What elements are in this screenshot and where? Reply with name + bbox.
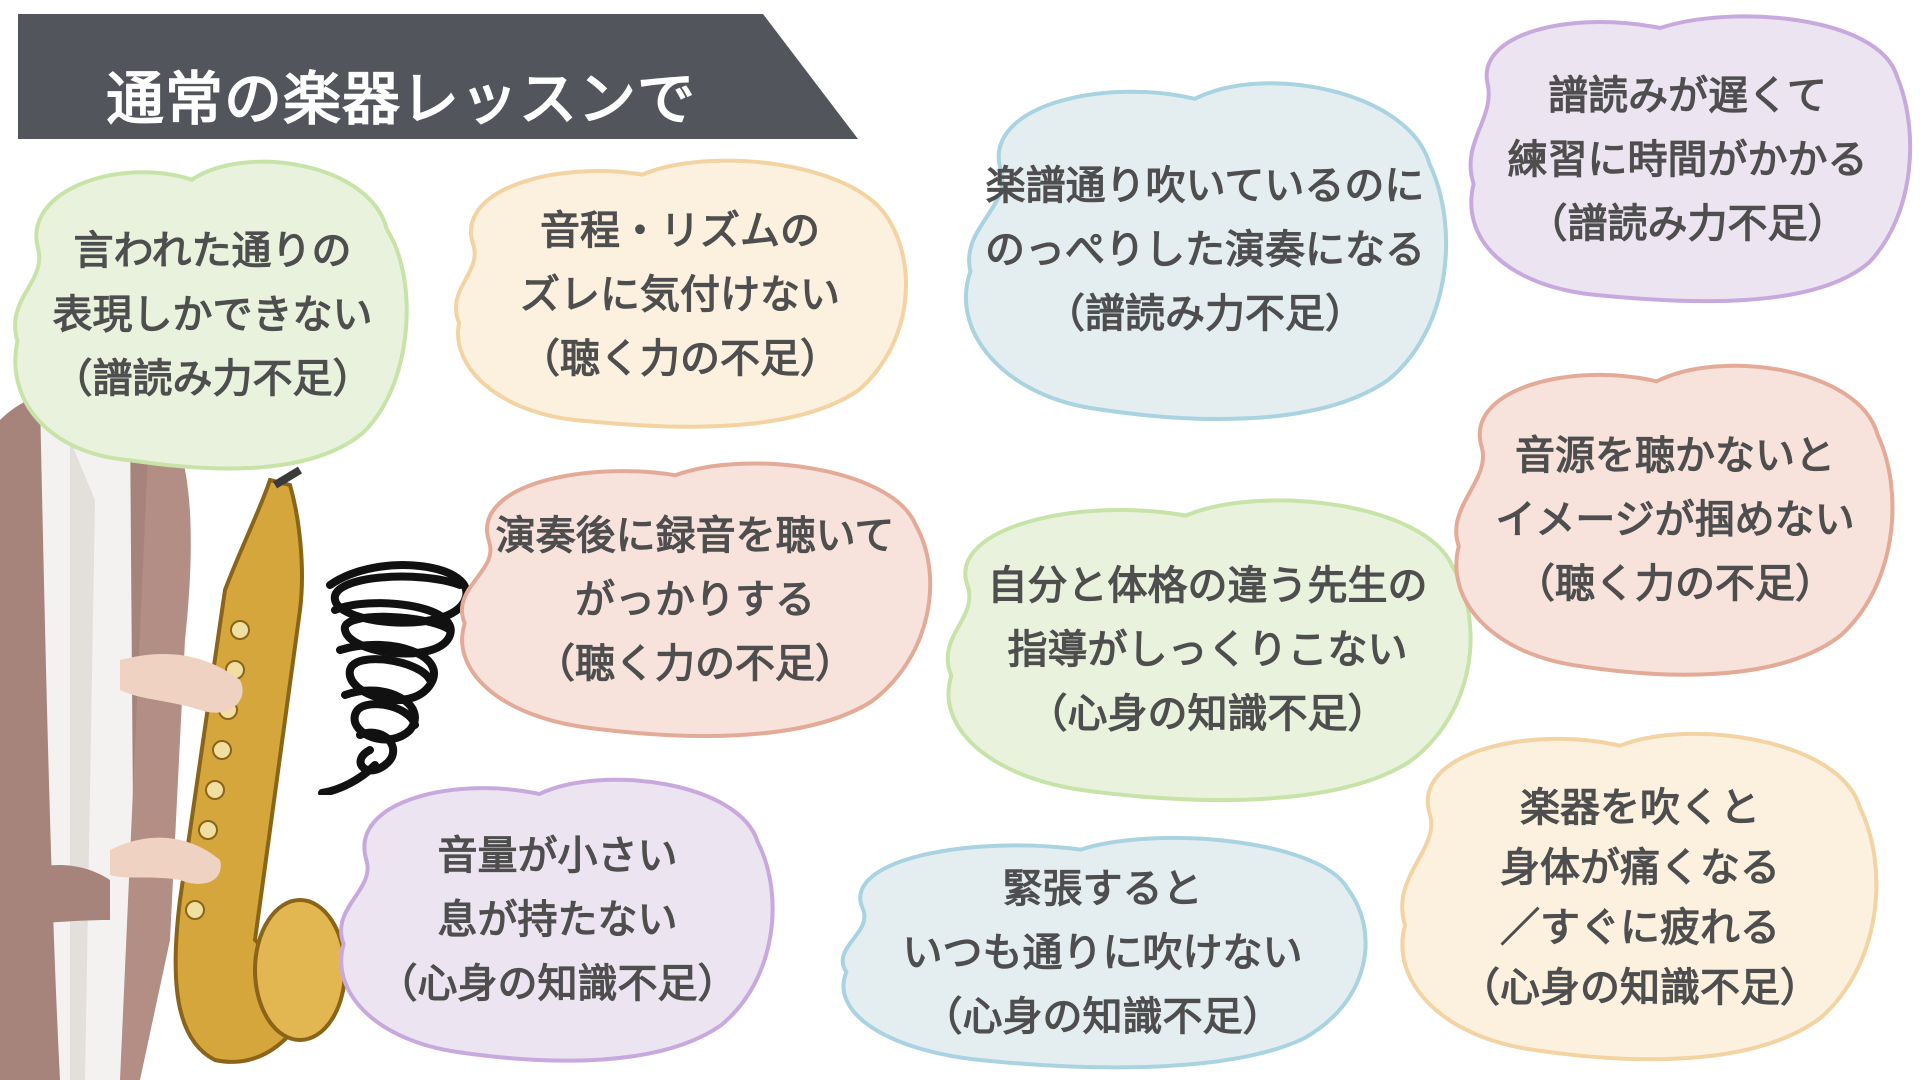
bubble-line: 譜読みが遅くて [1548, 73, 1827, 119]
scribble-icon [318, 561, 471, 795]
speech-bubble: 楽器を吹くと 身体が痛くなる ／すぐに疲れる （心身の知識不足） [1390, 725, 1890, 1070]
bubble-note: （譜読み力不足） [1045, 291, 1365, 337]
bubble-line: 音程・リズムの [540, 208, 820, 254]
bubble-line: ／すぐに疲れる [1500, 904, 1780, 951]
bubble-line: 音量が小さい [437, 833, 678, 879]
bubble-line: 演奏後に録音を聴いて [495, 513, 895, 559]
bubble-line: 楽譜通り吹いているのに [985, 163, 1425, 209]
bubble-note: （心身の知識不足） [922, 993, 1283, 1040]
speech-bubble: 自分と体格の違う先生の 指導がしっくりこない （心身の知識不足） [935, 490, 1480, 810]
bubble-line: 練習に時間がかかる [1507, 137, 1868, 183]
speech-bubble: 音量が小さい 息が持たない （心身の知識不足） [330, 770, 785, 1070]
bubble-line: 息が持たない [437, 897, 678, 943]
speech-bubble: 楽譜通り吹いているのに のっぺりした演奏になる （譜読み力不足） [950, 70, 1460, 430]
bubble-note: （譜読み力不足） [52, 356, 373, 402]
bubble-line: 音源を聴かないと [1515, 433, 1835, 479]
speech-bubble: 音程・リズムの ズレに気付けない （聴く力の不足） [445, 155, 915, 435]
bubble-note: （聴く力の不足） [535, 641, 855, 687]
bubble-note: （聴く力の不足） [1515, 561, 1835, 607]
speech-bubble: 演奏後に録音を聴いて がっかりする （聴く力の不足） [450, 455, 940, 745]
bubble-line: 表現しかできない [52, 292, 373, 338]
bubble-line: 言われた通りの [73, 228, 352, 274]
speech-bubble: 譜読みが遅くて 練習に時間がかかる （譜読み力不足） [1460, 10, 1915, 310]
title-banner: 通常の楽器レッスンで [18, 14, 858, 139]
bubble-line: 緊張すると [1002, 865, 1203, 912]
bubble-note: （聴く力の不足） [520, 336, 840, 382]
page-title: 通常の楽器レッスンで [106, 65, 697, 133]
bubble-line: いつも通りに吹けない [902, 929, 1303, 976]
speech-bubble: 緊張すると いつも通りに吹けない （心身の知識不足） [830, 830, 1375, 1075]
bubble-line: 身体が痛くなる [1500, 844, 1780, 891]
bubble-line: ズレに気付けない [520, 272, 840, 318]
bubble-note: （心身の知識不足） [377, 961, 738, 1007]
speech-bubble: 音源を聴かないと イメージが掴めない （聴く力の不足） [1445, 355, 1905, 685]
bubble-note: （心身の知識不足） [1027, 691, 1388, 737]
bubble-line: がっかりする [575, 577, 815, 623]
bubble-line: イメージが掴めない [1495, 497, 1855, 543]
bubble-line: 指導がしっくりこない [1007, 627, 1408, 673]
saxophone-player-image [0, 388, 347, 1080]
bubble-line: 自分と体格の違う先生の [987, 563, 1428, 609]
bubble-line: 楽器を吹くと [1520, 784, 1760, 831]
bubble-note: （譜読み力不足） [1527, 201, 1848, 247]
bubble-line: のっぺりした演奏になる [985, 227, 1425, 273]
bubble-note: （心身の知識不足） [1460, 964, 1820, 1011]
speech-bubble: 言われた通りの 表現しかできない （譜読み力不足） [5, 150, 420, 480]
